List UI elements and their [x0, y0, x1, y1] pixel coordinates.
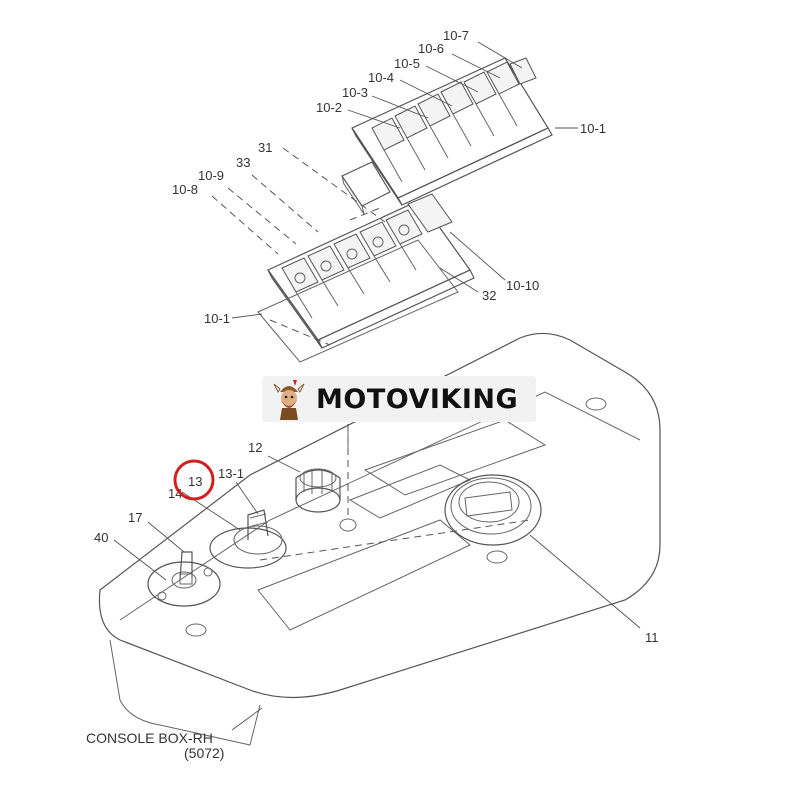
callout-10-3: 10-3	[342, 85, 368, 100]
callout-10-1-left: 10-1	[204, 311, 230, 326]
callout-10-10: 10-10	[506, 278, 539, 293]
toggle-switch-17	[147, 551, 221, 607]
callout-10-2: 10-2	[316, 100, 342, 115]
brand-wordmark: MOTOVIKING	[316, 383, 519, 415]
upper-switch-panel	[341, 57, 553, 215]
part-13-highlight-circle	[173, 459, 215, 501]
callout-31: 31	[258, 140, 272, 155]
leader-lines	[113, 41, 641, 731]
diagram-caption-code: (5072)	[184, 745, 225, 761]
callout-32: 32	[482, 288, 496, 303]
callout-10-9: 10-9	[198, 168, 224, 183]
callout-labels: 10-7 10-6 10-5 10-4 10-3 10-2 10-1 31 33…	[94, 28, 659, 645]
callout-13: 13	[188, 474, 202, 489]
rotary-switch-13	[209, 509, 287, 569]
lower-switch-keys	[281, 193, 453, 293]
console-box-body	[98, 332, 661, 746]
callout-10-7: 10-7	[443, 28, 469, 43]
assembly-dashed-lines	[211, 147, 531, 561]
callout-10-8: 10-8	[172, 182, 198, 197]
brand-banner: MOTOVIKING	[262, 376, 536, 422]
callout-13-1: 13-1	[218, 466, 244, 481]
callout-40: 40	[94, 530, 108, 545]
callout-10-5: 10-5	[394, 56, 420, 71]
upper-switch-keys	[371, 57, 537, 151]
lower-switch-panel	[257, 193, 475, 363]
rotary-switch-12	[295, 468, 341, 513]
callout-33: 33	[236, 155, 250, 170]
callout-11: 11	[645, 630, 659, 645]
viking-mascot-icon	[273, 380, 305, 420]
callout-10-6: 10-6	[418, 41, 444, 56]
gauge-11	[444, 474, 542, 546]
callout-10-4: 10-4	[368, 70, 394, 85]
diagram-caption-title: CONSOLE BOX-RH	[86, 730, 213, 746]
callout-17: 17	[128, 510, 142, 525]
callout-12: 12	[248, 440, 262, 455]
callout-10-1-top: 10-1	[580, 121, 606, 136]
